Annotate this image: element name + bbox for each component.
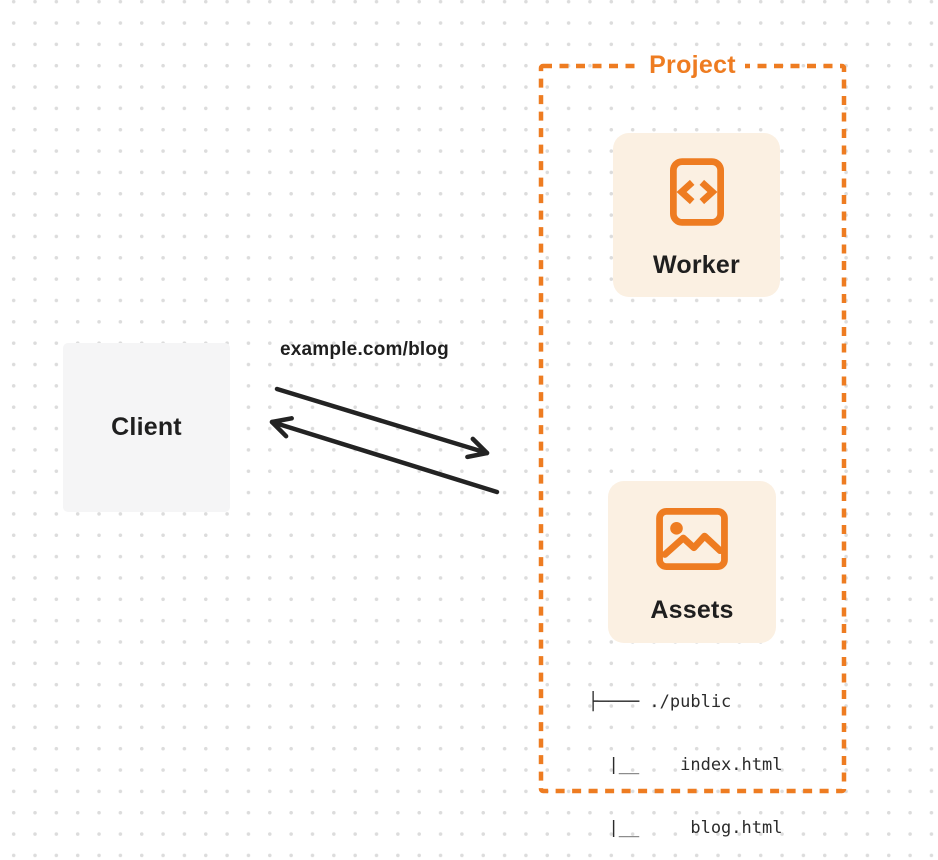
request-url-label: example.com/blog (280, 339, 449, 360)
project-title-row: Project (538, 51, 847, 80)
image-icon (655, 508, 729, 570)
file-tree-line: |__ index.html (588, 755, 783, 775)
worker-node: Worker (613, 133, 780, 297)
client-node: Client (63, 343, 230, 512)
file-tree-line: ├──── ./public (588, 692, 732, 712)
request-arrow (274, 386, 490, 460)
client-label: Client (111, 413, 182, 441)
code-icon (669, 158, 724, 226)
file-tree-line: |__ blog.html (588, 818, 783, 838)
response-arrow (269, 416, 500, 495)
assets-node: Assets (608, 481, 776, 643)
worker-label: Worker (653, 251, 740, 279)
assets-label: Assets (650, 596, 734, 624)
file-tree: ├──── ./public |__ index.html |__ blog.h… (588, 650, 782, 860)
project-title: Project (640, 51, 745, 80)
